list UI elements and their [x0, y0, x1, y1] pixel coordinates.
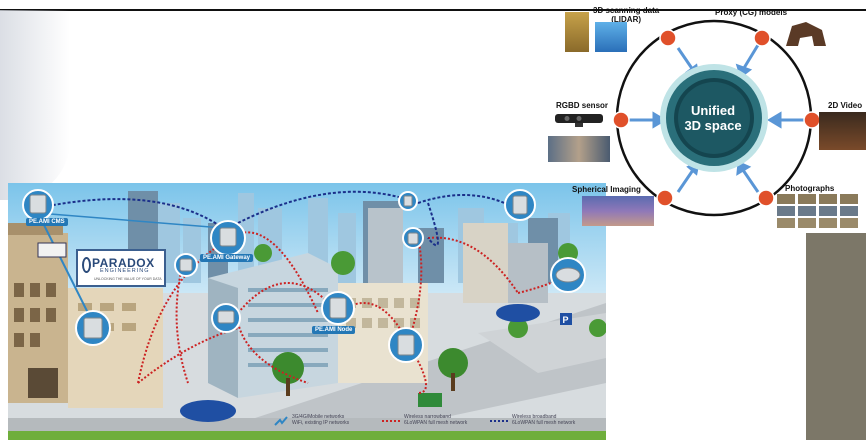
legend-narrowband-line1: Wireless narrowband: [404, 414, 451, 420]
logo-tagline: UNLOCKING THE VALUE OF YOUR DATA: [94, 277, 162, 281]
lidar-line2: (LIDAR): [611, 15, 642, 24]
legend-item-mobile: 3G/4G/Mobile networks WiFi, existing IP …: [292, 414, 349, 426]
legend-broadband-line2: 6LoWPAN full mesh network: [512, 420, 576, 426]
center-line2: 3D space: [684, 118, 742, 133]
lidar-label: 3D scanning data (LIDAR): [593, 6, 659, 24]
lightning-icon: [274, 416, 288, 426]
lidar-thumbnail-1: [565, 12, 589, 52]
network-legend: 3G/4G/Mobile networks WiFi, existing IP …: [270, 413, 606, 433]
node-label: PE.AMI Node: [312, 326, 356, 334]
unified-3d-space-diagram: Unified 3D space 3D scanning data (LIDAR…: [548, 0, 866, 232]
gray-panel: [806, 233, 866, 440]
rgbd-sensor-thumbnail: [553, 112, 605, 128]
broadband-swatch: [490, 420, 508, 422]
gateway-label: PE.AMI Gateway: [200, 254, 254, 262]
narrowband-swatch: [382, 420, 400, 422]
paradox-logo: PARADOX ENGINEERING UNLOCKING THE VALUE …: [76, 249, 166, 287]
video-label: 2D Video: [828, 101, 863, 110]
video-thumbnail: [819, 112, 866, 150]
spherical-label: Spherical Imaging: [572, 185, 641, 194]
logo-subtitle: ENGINEERING: [100, 268, 150, 274]
cms-label: PE.AMI CMS: [26, 218, 68, 226]
legend-item-broadband: Wireless broadband 6LoWPAN full mesh net…: [512, 414, 575, 426]
lidar-line1: 3D scanning data: [593, 6, 660, 15]
rgbd-capture-thumbnail: [548, 136, 610, 162]
legend-item-narrowband: Wireless narrowband 6LoWPAN full mesh ne…: [404, 414, 467, 426]
city-illustration: P: [8, 189, 606, 440]
legend-narrowband-line2: 6LoWPAN full mesh network: [404, 420, 468, 426]
center-line1: Unified: [690, 103, 736, 118]
top-rule: [0, 9, 866, 11]
proxy-label: Proxy (CG) models: [715, 8, 788, 17]
rgbd-label: RGBD sensor: [556, 101, 609, 110]
background-fade: [0, 10, 70, 200]
photographs-label: Photographs: [785, 184, 835, 193]
proxy-model-thumbnail: [782, 16, 830, 50]
legend-broadband-line1: Wireless broadband: [512, 414, 557, 420]
center-title: Unified 3D space: [673, 103, 753, 133]
legend-mobile-line2: WiFi, existing IP networks: [292, 420, 350, 426]
spherical-thumbnail: [582, 196, 654, 226]
smart-city-infographic: P: [8, 183, 606, 440]
paradox-logo-icon: [82, 257, 91, 273]
svg-text:P: P: [563, 315, 569, 325]
photographs-thumbnail-grid: [777, 194, 859, 228]
logo-name: PARADOX: [92, 256, 155, 270]
diagram-graphic: [612, 19, 821, 217]
lidar-thumbnail-2: [595, 22, 627, 52]
legend-mobile-line1: 3G/4G/Mobile networks: [292, 414, 345, 420]
